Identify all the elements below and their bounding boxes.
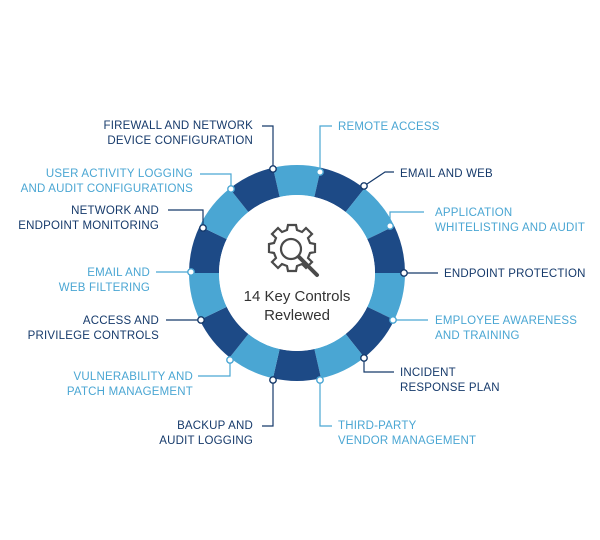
- connector-dot: [227, 185, 235, 193]
- control-label: ENDPOINT MONITORING: [18, 220, 159, 232]
- control-label: FIREWALL AND NETWORK: [104, 120, 254, 132]
- connector-line: [200, 173, 232, 189]
- connector-line: [363, 171, 394, 187]
- control-label: NETWORK AND: [71, 205, 159, 217]
- connector-dot: [269, 165, 277, 173]
- connector-line: [389, 211, 424, 226]
- control-label: EMAIL AND WEB: [400, 168, 493, 180]
- ring-segment: [199, 306, 249, 358]
- ring-segment: [229, 167, 280, 213]
- connector-dot: [226, 356, 234, 364]
- control-label: AND TRAINING: [435, 330, 520, 342]
- connector-dot: [360, 182, 368, 190]
- connector-dot: [187, 268, 195, 276]
- ring: [189, 165, 405, 381]
- connector-line: [262, 380, 274, 427]
- connector-dot: [400, 269, 408, 277]
- ring-segment: [272, 349, 322, 381]
- connector-line: [262, 125, 274, 169]
- control-label: VULNERABILITY AND: [73, 371, 193, 383]
- gear-magnifier-icon: [267, 223, 319, 277]
- connector-dot: [316, 168, 324, 176]
- connector-dot: [269, 376, 277, 384]
- connector-line: [168, 209, 204, 228]
- control-label: AND AUDIT CONFIGURATIONS: [21, 183, 194, 195]
- connector-dot: [389, 316, 397, 324]
- control-label: EMPLOYEE AWARENESS: [435, 315, 577, 327]
- control-labels: REMOTE ACCESS EMAIL AND WEB APPLICATION WHI…: [18, 120, 585, 447]
- connector-dot: [360, 354, 368, 362]
- ring-segment: [199, 188, 249, 240]
- connector-line: [363, 358, 394, 373]
- control-label: THIRD-PARTY: [338, 420, 417, 432]
- control-label: BACKUP AND: [177, 420, 253, 432]
- connector-dot: [316, 376, 324, 384]
- ring-segment: [229, 333, 280, 379]
- control-label: ENDPOINT PROTECTION: [444, 268, 586, 280]
- control-label: DEVICE CONFIGURATION: [107, 135, 253, 147]
- connectors: [156, 125, 438, 427]
- ring-segment: [367, 273, 405, 320]
- control-label: INCIDENT: [400, 367, 456, 379]
- control-label: APPLICATION: [435, 207, 512, 219]
- ring-segment: [272, 165, 322, 197]
- ring-segment: [314, 167, 365, 213]
- center-title-line2: Revlewed: [264, 307, 330, 324]
- ring-segment: [189, 226, 227, 273]
- connector-line: [319, 125, 332, 172]
- control-label: RESPONSE PLAN: [400, 382, 500, 394]
- connector-dot: [197, 316, 205, 324]
- control-label: WEB FILTERING: [59, 282, 150, 294]
- control-label: ACCESS AND: [83, 315, 159, 327]
- control-label: PRIVILEGE CONTROLS: [28, 330, 160, 342]
- connector-dot: [199, 224, 207, 232]
- center-disc: [219, 195, 375, 351]
- connector-line: [198, 360, 231, 377]
- ring-segment: [367, 226, 405, 273]
- control-label: AUDIT LOGGING: [159, 435, 253, 447]
- ring-segment: [345, 188, 395, 240]
- control-label: WHITELISTING AND AUDIT: [435, 222, 585, 234]
- ring-segment: [189, 273, 227, 320]
- ring-segment: [345, 306, 395, 358]
- control-label: USER ACTIVITY LOGGING: [46, 168, 193, 180]
- control-label: VENDOR MANAGEMENT: [338, 435, 476, 447]
- control-label: EMAIL AND: [87, 267, 150, 279]
- connector-line: [319, 380, 332, 427]
- connector-dot: [386, 222, 394, 230]
- center-title-line1: 14 Key Controls: [244, 288, 351, 305]
- control-label: PATCH MANAGEMENT: [67, 386, 193, 398]
- control-label: REMOTE ACCESS: [338, 121, 440, 133]
- ring-segment: [314, 333, 365, 379]
